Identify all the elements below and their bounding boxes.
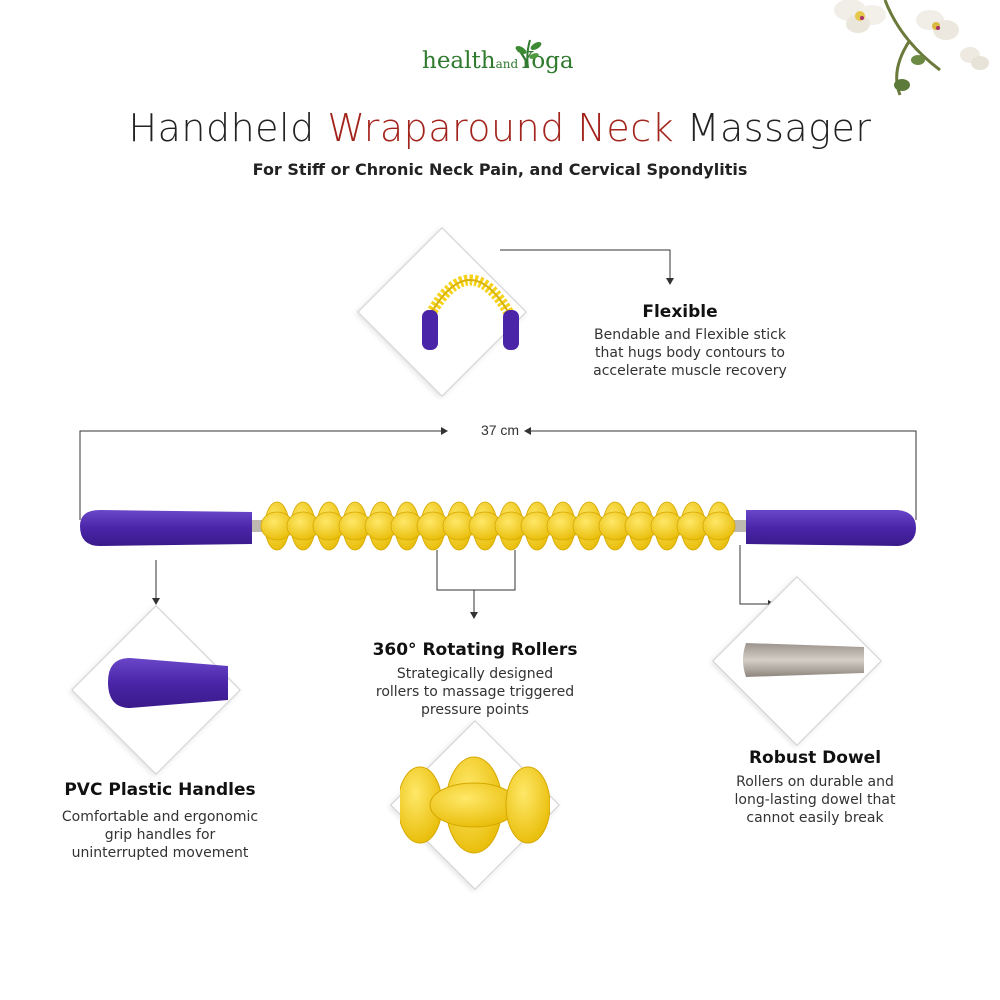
handles-line-1: Comfortable and ergonomic [61,809,259,825]
orchid-flower-decoration [834,0,989,96]
handles-line-3: uninterrupted movement [71,845,249,861]
rollers-line-3: pressure points [421,702,529,718]
bent-massager-image [422,274,519,350]
title-part-1: Handheld [128,106,328,150]
massager-stick-image [80,501,916,551]
handles-heading: PVC Plastic Handles [64,780,256,800]
roller [260,501,294,551]
brand-part-1: health [422,48,496,74]
leaf-icon [515,39,542,68]
flexible-line-2: that hugs body contours to [595,345,785,361]
dowel-line-2: long-lasting dowel that [734,792,896,808]
brand-logo: healthandYoga [420,38,580,88]
flexible-line-3: accelerate muscle recovery [593,363,787,379]
dowel-line-1: Rollers on durable and [736,774,894,790]
title-accent: Wraparound Neck [327,106,675,150]
rollers-description: Strategically designed rollers to massag… [350,665,600,719]
dowel-closeup-image [743,643,864,677]
page-title: Handheld Wraparound Neck Massager [0,106,1000,150]
rollers-line-1: Strategically designed [396,666,554,682]
dowel-line-3: cannot easily break [746,810,884,826]
handles-line-2: grip handles for [104,827,216,843]
handle-closeup-image [108,658,228,708]
flexible-line-1: Bendable and Flexible stick [594,327,786,343]
rollers-line-2: rollers to massage triggered [375,684,575,700]
dowel-description: Rollers on durable and long-lasting dowe… [700,773,930,827]
rollers-closeup-image [400,756,550,854]
brand-part-2: and [495,57,519,71]
dowel-heading: Robust Dowel [748,748,882,768]
title-part-3: Massager [674,106,872,150]
handles-description: Comfortable and ergonomic grip handles f… [35,808,285,862]
rollers-heading: 360° Rotating Rollers [372,640,578,660]
flexible-heading: Flexible [642,302,718,322]
length-dimension-label: 37 cm [480,422,520,438]
page-subtitle: For Stiff or Chronic Neck Pain, and Cerv… [252,160,748,179]
flexible-description: Bendable and Flexible stick that hugs bo… [575,326,805,380]
